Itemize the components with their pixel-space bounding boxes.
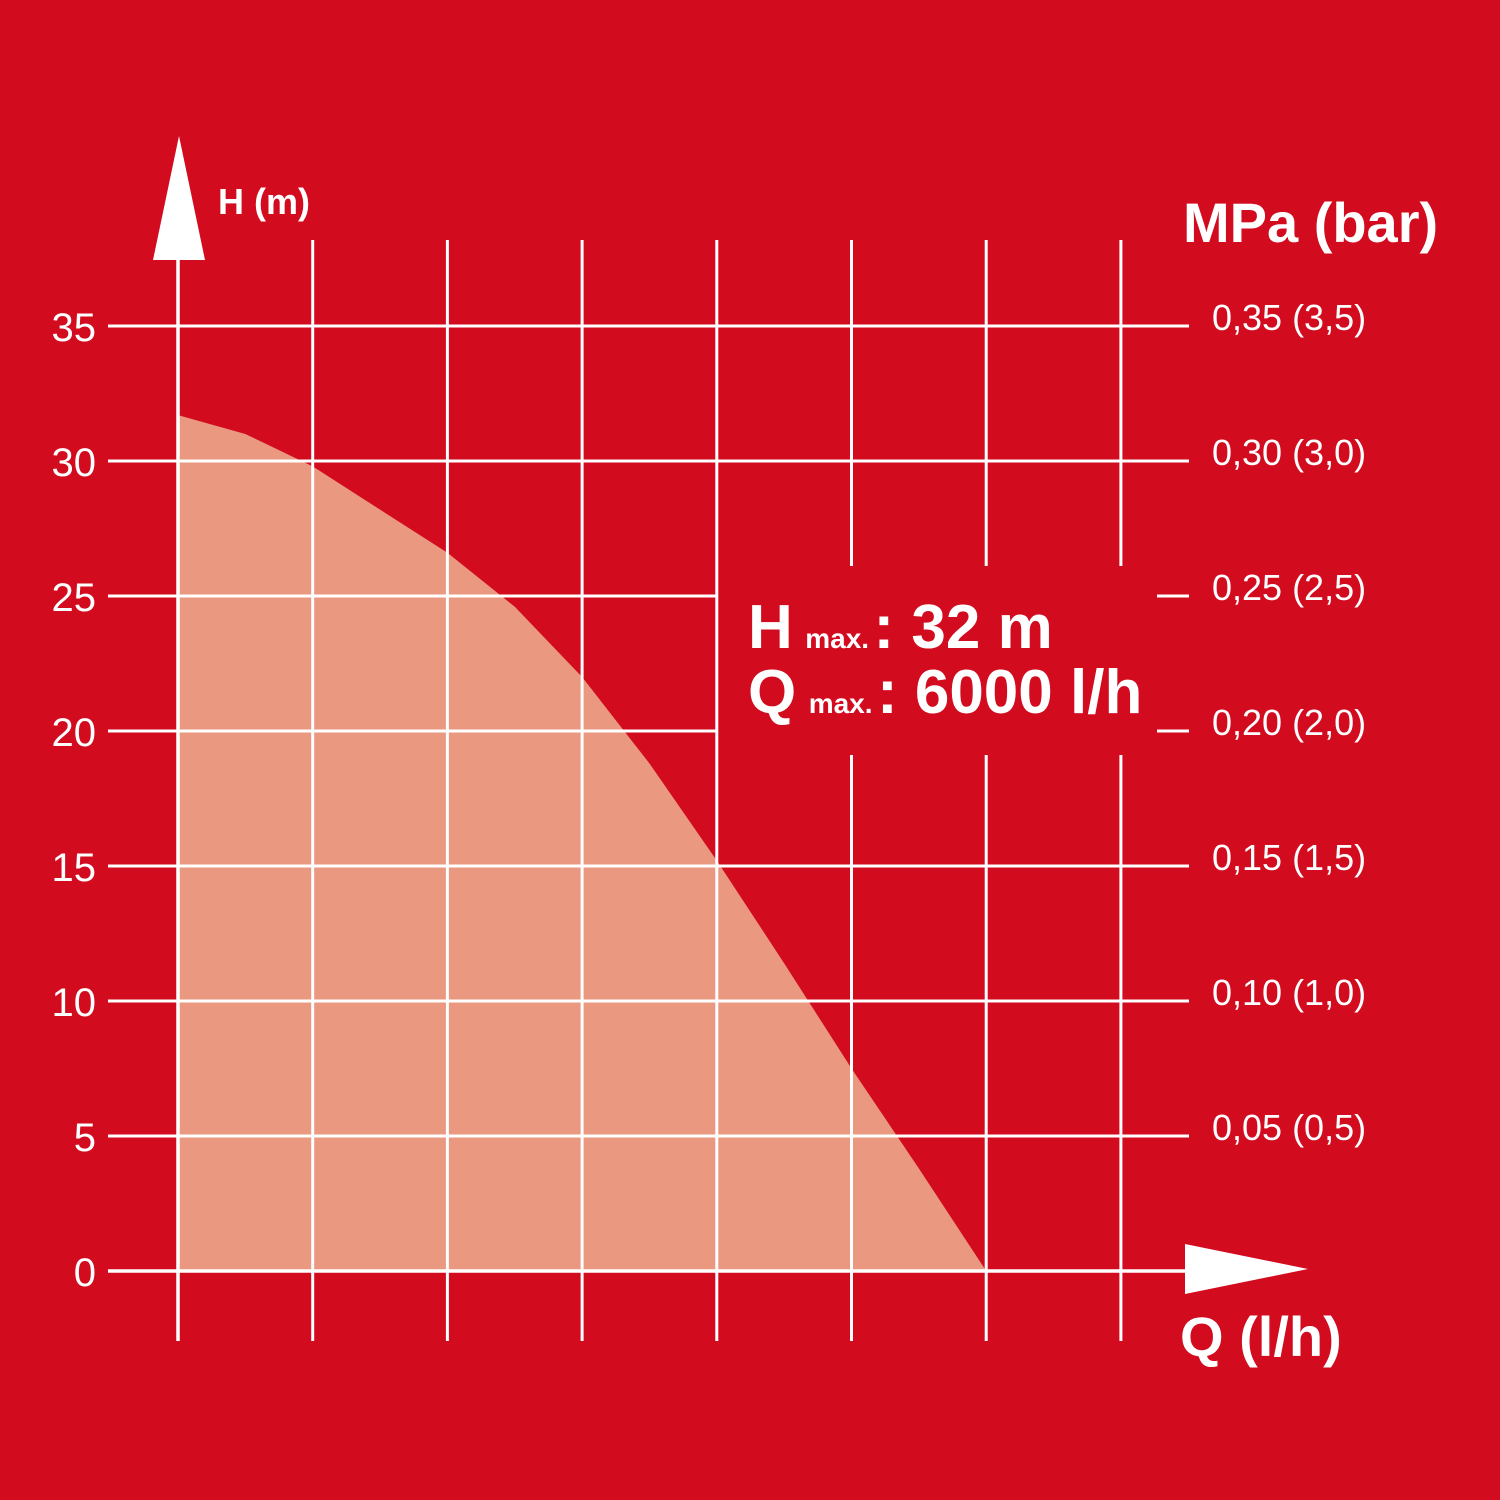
y-tick-label-25: 25 bbox=[52, 576, 97, 620]
y2-tick-label-25: 0,25 (2,5) bbox=[1212, 567, 1366, 608]
spec-q-subscript: max. bbox=[809, 688, 873, 719]
spec-q-symbol: Q bbox=[748, 658, 796, 727]
y-tick-label-30: 30 bbox=[52, 441, 97, 485]
svg-text:H max. : 32 m: H max. : 32 m bbox=[748, 593, 1053, 662]
y-axis-arrow bbox=[153, 136, 205, 260]
y-tick-label-0: 0 bbox=[74, 1251, 96, 1295]
x-axis-arrow bbox=[1185, 1244, 1308, 1294]
y2-tick-label-10: 0,10 (1,0) bbox=[1212, 972, 1366, 1013]
y-tick-label-20: 20 bbox=[52, 711, 97, 755]
y-tick-label-35: 35 bbox=[52, 306, 97, 350]
y2-tick-label-30: 0,30 (3,0) bbox=[1212, 432, 1366, 473]
spec-h-symbol: H bbox=[748, 593, 793, 662]
svg-text:Q max. : 6000: Q max. : 6000 l/h bbox=[748, 658, 1142, 727]
spec-h-subscript: max. bbox=[805, 623, 869, 654]
y2-tick-label-20: 0,20 (2,0) bbox=[1212, 702, 1366, 743]
y-tick-label-5: 5 bbox=[74, 1116, 96, 1160]
y2-axis-title: MPa (bar) bbox=[1183, 191, 1438, 254]
y2-tick-label-5: 0,05 (0,5) bbox=[1212, 1107, 1366, 1148]
y-tick-label-15: 15 bbox=[52, 846, 97, 890]
y2-tick-label-35: 0,35 (3,5) bbox=[1212, 297, 1366, 338]
y2-tick-label-15: 0,15 (1,5) bbox=[1212, 837, 1366, 878]
spec-q-value: : 6000 l/h bbox=[877, 658, 1142, 727]
y-tick-label-10: 10 bbox=[52, 981, 97, 1025]
y-axis-title: H (m) bbox=[218, 181, 310, 222]
x-axis-title: Q (l/h) bbox=[1180, 1305, 1342, 1368]
spec-block: H max. : 32 m Q max. : 6000 l/h bbox=[748, 593, 1142, 727]
spec-h-value: : 32 m bbox=[874, 593, 1053, 662]
